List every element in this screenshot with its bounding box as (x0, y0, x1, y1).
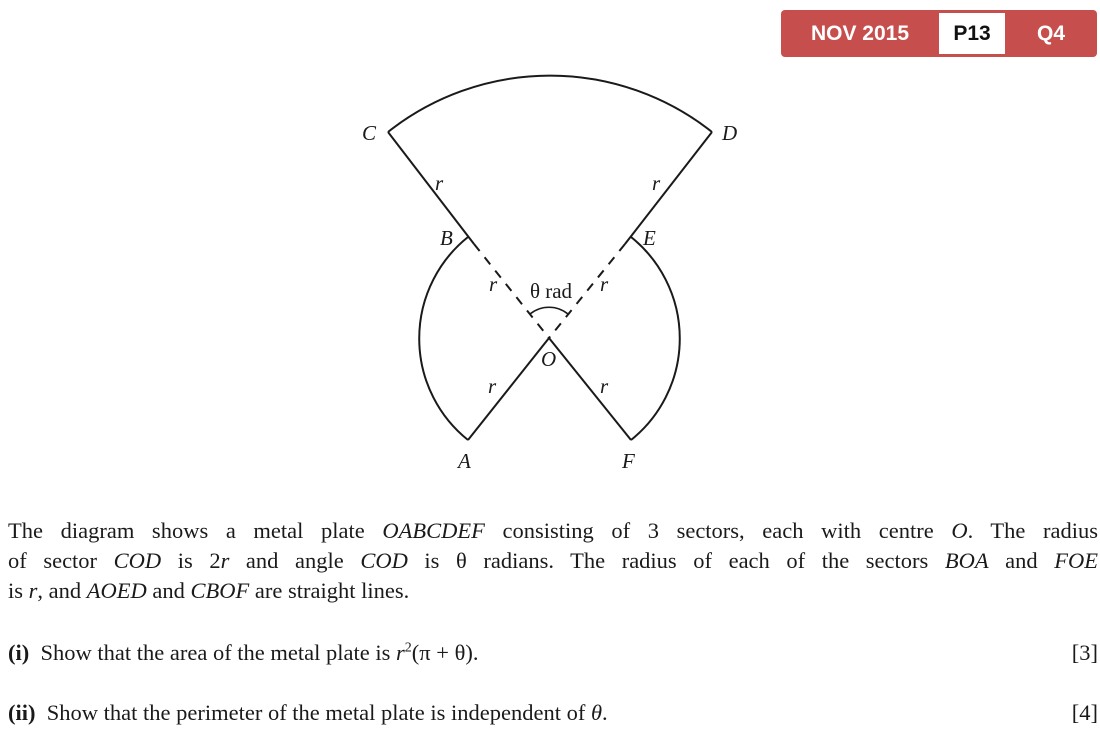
label-o: O (541, 347, 556, 371)
label-a: A (456, 449, 471, 473)
metal-plate-diagram: C D B E A F O r r r r r r θ rad (362, 74, 737, 473)
stem-math: OABCDEF (382, 518, 485, 543)
stem-text: and (988, 548, 1055, 573)
badge-session: NOV 2015 (810, 21, 910, 45)
dashed-bo (473, 243, 550, 339)
dashed-eo (548, 243, 626, 339)
stem-math: COD (360, 548, 408, 573)
arc-cd (387, 74, 713, 133)
part-marks: [3] (1071, 640, 1098, 665)
label-r-oa: r (488, 374, 497, 398)
line-de (624, 131, 713, 245)
stem-text: is (8, 578, 29, 603)
part-number: (ii) (8, 700, 36, 725)
question-reference-badge: NOV 2015 P13 Q4 (781, 10, 1097, 57)
label-c: C (362, 121, 377, 145)
part-number: (i) (8, 640, 30, 665)
stem-math: AOED (86, 578, 147, 603)
arc-ba (418, 236, 469, 441)
label-r-cb: r (435, 171, 444, 195)
stem-math: BOA (944, 548, 989, 573)
question-stem: The diagram shows a metal plate OABCDEF … (8, 516, 1098, 606)
question-part-ii: (ii) Show that the perimeter of the meta… (8, 700, 1098, 726)
stem-text: The diagram shows a metal plate (8, 518, 383, 543)
label-r-bo: r (489, 272, 498, 296)
arc-ef (630, 236, 681, 441)
stem-math: FOE (1054, 548, 1098, 573)
stem-line: The diagram shows a metal plate OABCDEF … (8, 516, 1098, 546)
part-text: Show that the area of the metal plate is (40, 640, 397, 665)
line-cb (387, 131, 475, 245)
line-of (548, 337, 632, 441)
stem-text: . The radius (967, 518, 1099, 543)
part-text: Show that the perimeter of the metal pla… (46, 700, 591, 725)
stem-math: CBOF (190, 578, 250, 603)
part-math: θ (590, 700, 603, 725)
part-sup: 2 (404, 640, 412, 656)
stem-text: consisting of 3 sectors, each with centr… (484, 518, 952, 543)
label-e: E (642, 226, 656, 250)
stem-math: r (28, 578, 38, 603)
label-r-de: r (652, 171, 661, 195)
label-r-eo: r (600, 272, 609, 296)
label-b: B (440, 226, 453, 250)
stem-math: O (951, 518, 968, 543)
badge-paper: P13 (939, 13, 1005, 54)
stem-line: is r, and AOED and CBOF are straight lin… (8, 576, 1098, 606)
stem-line: of sector COD is 2r and angle COD is θ r… (8, 546, 1098, 576)
line-oa (467, 337, 550, 441)
stem-text: is 2 (161, 548, 221, 573)
part-math-after: . (602, 700, 608, 725)
part-math-after: (π + θ). (411, 640, 479, 665)
question-part-i: (i) Show that the area of the metal plat… (8, 640, 1098, 666)
badge-question: Q4 (1036, 21, 1065, 45)
part-marks: [4] (1071, 700, 1098, 725)
stem-text: and (146, 578, 191, 603)
stem-text: and angle (229, 548, 361, 573)
label-d: D (721, 121, 737, 145)
stem-text: of sector (8, 548, 114, 573)
stem-text: are straight lines. (249, 578, 410, 603)
part-math: r (396, 640, 405, 665)
stem-math: COD (113, 548, 162, 573)
label-angle: θ rad (530, 279, 573, 303)
stem-text: , and (37, 578, 87, 603)
angle-arc (529, 306, 569, 315)
label-r-of: r (600, 374, 609, 398)
stem-math: r (220, 548, 230, 573)
stem-text: is θ radians. The radius of each of the … (407, 548, 945, 573)
label-f: F (621, 449, 635, 473)
